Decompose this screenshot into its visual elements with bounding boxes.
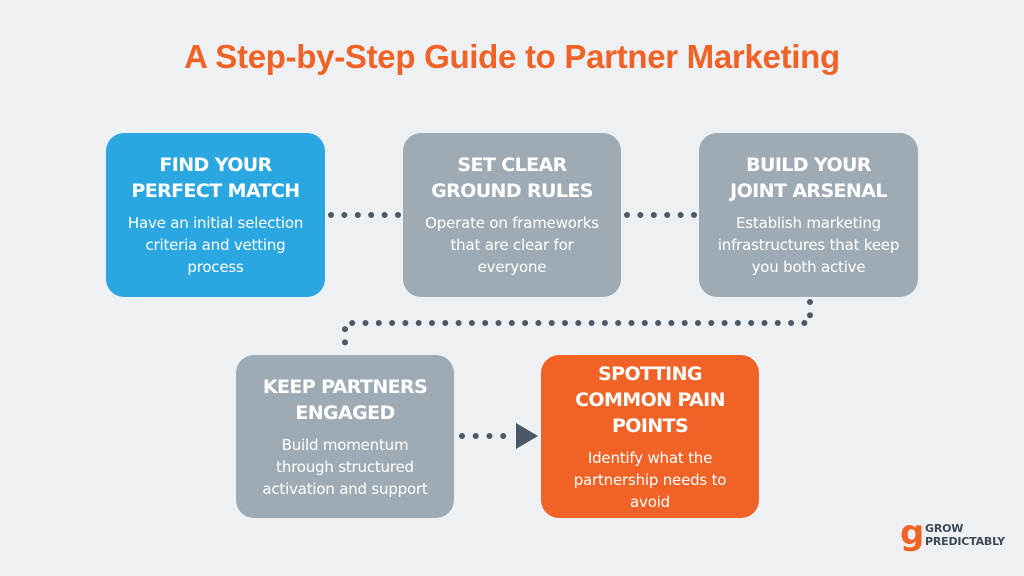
dotted-connector-3-4 [342, 299, 813, 351]
step-box-set-clear-ground-rules: SET CLEAR GROUND RULES Operate on framew… [403, 133, 621, 297]
step-heading: FIND YOUR PERFECT MATCH [131, 154, 300, 202]
step-box-keep-partners-engaged: KEEP PARTNERS ENGAGED Build momentum thr… [236, 355, 454, 518]
step-heading: BUILD YOUR JOINT ARSENAL [730, 154, 887, 202]
logo-line-2: PREDICTABLY [925, 535, 1005, 548]
logo-wordmark: GROW PREDICTABLY [925, 522, 1005, 548]
step-box-build-your-joint-arsenal: BUILD YOUR JOINT ARSENAL Establish marke… [699, 133, 918, 297]
step-box-find-your-perfect-match: FIND YOUR PERFECT MATCH Have an initial … [106, 133, 325, 297]
step-box-spotting-common-pain-points: SPOTTING COMMON PAIN POINTS Identify wha… [541, 355, 759, 518]
step-description: Establish marketing infrastructures that… [717, 214, 900, 276]
logo-g-icon: g [900, 513, 925, 553]
arrow-head-icon [516, 423, 538, 449]
step-description: Build momentum through structured activa… [262, 435, 428, 498]
step-description: Operate on frameworks that are clear for… [425, 214, 599, 276]
step-heading: SET CLEAR GROUND RULES [431, 154, 593, 202]
step-heading: SPOTTING COMMON PAIN POINTS [575, 362, 725, 437]
step-description: Have an initial selection criteria and v… [127, 214, 304, 276]
page-title: A Step-by-Step Guide to Partner Marketin… [184, 38, 840, 75]
logo-line-1: GROW [925, 522, 964, 535]
step-heading: KEEP PARTNERS ENGAGED [262, 375, 428, 424]
step-description: Identify what the partnership needs to a… [573, 448, 727, 511]
